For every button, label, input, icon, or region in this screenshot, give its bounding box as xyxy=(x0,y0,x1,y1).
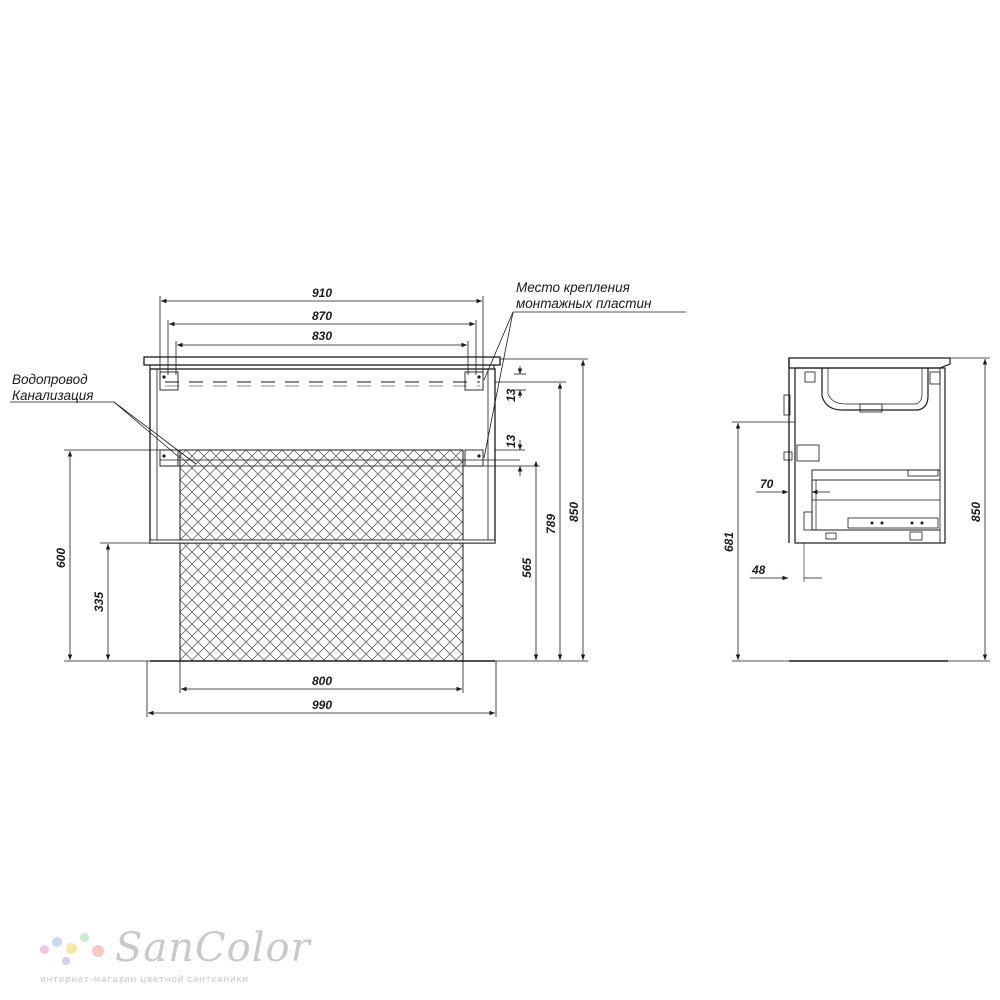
mounting-plate-left xyxy=(159,371,179,391)
side-drawer-top xyxy=(811,469,941,481)
dim-850-side: 850 xyxy=(969,502,983,522)
dim-830: 830 xyxy=(312,329,332,343)
dim-800: 800 xyxy=(312,674,332,688)
note-mounting-line1: Место крепления xyxy=(516,280,630,295)
logo-dot xyxy=(52,937,62,947)
dim-13-top: 13 xyxy=(504,388,518,402)
dim-565: 565 xyxy=(520,558,534,578)
dim-789: 789 xyxy=(544,514,558,534)
front-view: 910 870 830 800 990 13 1 xyxy=(10,280,686,717)
dim-910: 910 xyxy=(312,286,332,300)
note-sewer: Канализация xyxy=(12,388,93,403)
logo-dot xyxy=(80,933,89,942)
note-water: Водопровод xyxy=(12,372,88,387)
dim-600: 600 xyxy=(54,548,68,568)
dim-48: 48 xyxy=(751,563,766,577)
logo-dot xyxy=(40,945,49,954)
dim-13-lower: 13 xyxy=(504,434,518,448)
dim-990: 990 xyxy=(312,698,332,712)
logo-dot xyxy=(62,957,70,965)
logo-tagline: интернет-магазин цветной сантехники xyxy=(40,975,249,985)
logo-dot xyxy=(92,945,104,957)
side-view: 681 850 70 48 xyxy=(722,357,990,662)
dim-335: 335 xyxy=(92,592,106,612)
mounting-plate-right xyxy=(464,371,484,391)
note-mounting-line2: монтажных пластин xyxy=(516,296,652,311)
dim-870: 870 xyxy=(312,309,332,323)
sancolor-logo: SanColor интернет-магазин цветной сантех… xyxy=(40,925,310,995)
logo-name: SanColor xyxy=(115,925,311,971)
dim-70: 70 xyxy=(760,477,774,491)
dim-850-front: 850 xyxy=(567,502,581,522)
logo-dot xyxy=(66,943,77,954)
front-countertop xyxy=(143,356,501,366)
dim-681: 681 xyxy=(722,532,736,552)
side-cabinet-body xyxy=(794,367,946,544)
basin-profile xyxy=(821,368,929,411)
installation-zone-hatch xyxy=(179,449,464,662)
